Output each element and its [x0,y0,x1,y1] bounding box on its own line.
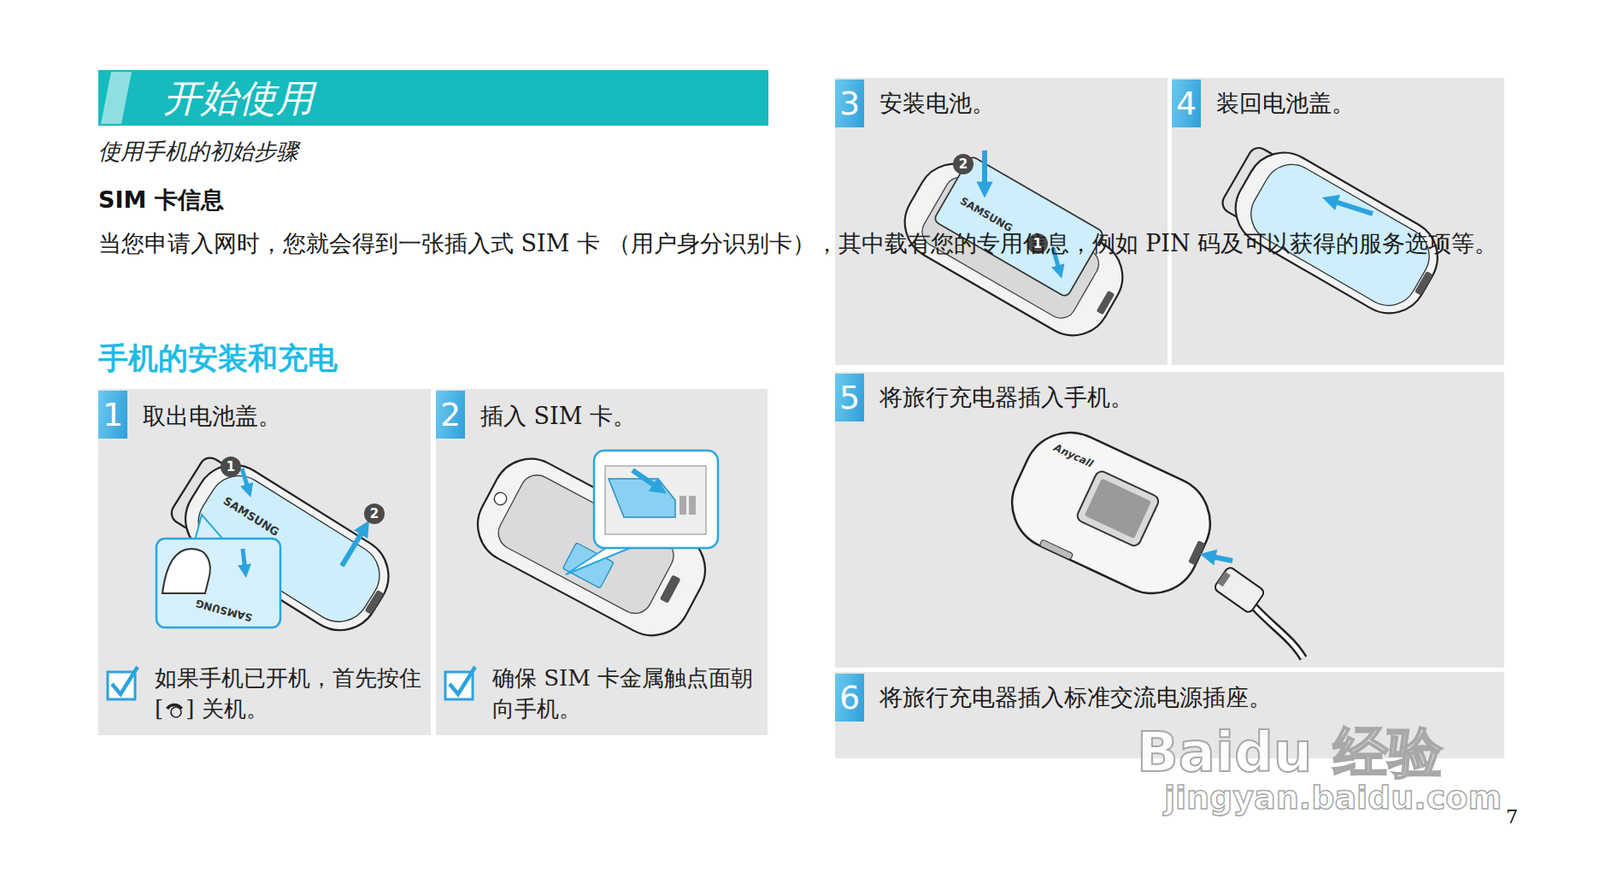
body-paragraph: 当您申请入网时，您就会得到一张插入式 SIM 卡 （用户身分识别卡），其中载有您… [98,227,774,259]
phone-battery [891,141,1142,349]
callout-number: 2 [370,505,379,522]
charger-cable [1249,601,1304,659]
step-heading: 安装电池。 [879,88,995,119]
zoom-box [594,450,718,548]
sim-slot [632,470,660,489]
phone-back [1222,139,1452,328]
zoom-tail [194,514,224,541]
phone-battery [933,155,1105,298]
phone-front [996,417,1226,609]
phone-front [1075,469,1161,548]
section-heading: 手机的安装和充电 [98,338,338,379]
callout-number: 2 [958,156,968,172]
callout-circle [364,503,385,524]
plug-arrow [1207,555,1233,561]
step-panel: 4 装回电池盖。 [1171,77,1505,365]
charger-plug [1213,565,1266,614]
check-box [107,671,136,700]
callout-number: 1 [1033,235,1042,252]
watermark: Baidu [1136,724,1312,780]
sim-slot [688,495,696,515]
charger-plug [1217,571,1231,588]
end-key-icon [170,706,182,718]
charger-cable [1249,601,1304,659]
note-text: 如果手机已开机，首先按住 [] 关机。 [154,662,424,724]
insert-arrow [982,150,988,190]
phone-back [167,453,233,533]
slide-arrow [1329,200,1373,214]
check-mark [111,666,138,695]
press-arrow [241,468,249,491]
check-box [445,671,473,700]
watermark: jingyan.baidu.com [1164,781,1502,814]
phone-open [562,542,614,589]
sim-slot [605,465,706,535]
sim-slot [605,465,706,535]
step-heading: 将旅行充电器插入手机。 [879,382,1134,413]
phone-back [364,589,385,615]
phone-open [464,445,719,649]
step-number: 3 [835,79,865,128]
step-panel: 1 取出电池盖。如果手机已开机，首先按住 [] 关机。 [98,388,431,736]
phone-front [1188,540,1206,565]
finger [162,548,211,594]
check-mark [449,666,476,695]
page-number: 7 [1505,807,1518,827]
phone-back [1212,133,1452,327]
note-text: 确保 SIM 卡金属触点面朝向手机。 [492,662,762,724]
phone-front [996,417,1226,609]
note-text: ] 关机。 [185,695,268,722]
charger-plug [1213,565,1266,614]
phone-back [1414,270,1434,296]
step-number: 1 [98,390,128,439]
phone-battery [917,171,1105,324]
step-heading: 装回电池盖。 [1216,88,1355,119]
phone-back [1241,153,1441,316]
end-key-icon [163,700,186,719]
step-heading: 取出电池盖。 [142,400,282,432]
phone-back [1218,144,1282,223]
callout-circle [952,153,974,175]
step-heading: 插入 SIM 卡。 [480,400,636,432]
callout-circle [1027,233,1048,254]
step-panel: 2 插入 SIM 卡。确保 SIM 卡金属触点面朝向手机。 [435,388,768,736]
insert-arrow [1052,247,1060,272]
step-number: 6 [835,673,865,722]
subtitle: 使用手机的初始步骤 [98,136,299,167]
step-number: 2 [435,390,465,439]
watermark: 经验 [1333,724,1443,780]
step-number: 4 [1171,79,1201,128]
step-number: 5 [835,373,865,422]
callout-circle [220,456,242,477]
phone-open [492,490,509,507]
title-band: 开始使用 [98,70,769,126]
step-heading: 将旅行充电器插入标准交流电源插座。 [879,682,1272,713]
phone-back [161,444,403,645]
phone-back [170,450,403,645]
zoom-tail [565,546,635,575]
section-heading: SIM 卡信息 [98,184,224,216]
phone-front [1084,478,1152,540]
callout-number: 1 [226,458,236,475]
step-panel: 5 将旅行充电器插入手机。 [835,371,1505,668]
note-text: 确保 SIM 卡金属触点面朝向手机。 [492,664,753,722]
phone-front [1039,539,1074,560]
phone-battery [891,150,1137,350]
phone-battery [1096,290,1116,316]
phone-open [464,445,719,649]
zoom-box [156,538,281,628]
phone-open [492,469,680,620]
press-arrow [242,548,246,571]
title-text: 开始使用 [163,72,314,124]
lift-arrow [341,527,365,566]
sim-slot [679,495,687,515]
sim-slot [608,478,676,518]
band-stripe [100,71,132,124]
phone-open [659,574,682,604]
phone-back [187,464,392,634]
